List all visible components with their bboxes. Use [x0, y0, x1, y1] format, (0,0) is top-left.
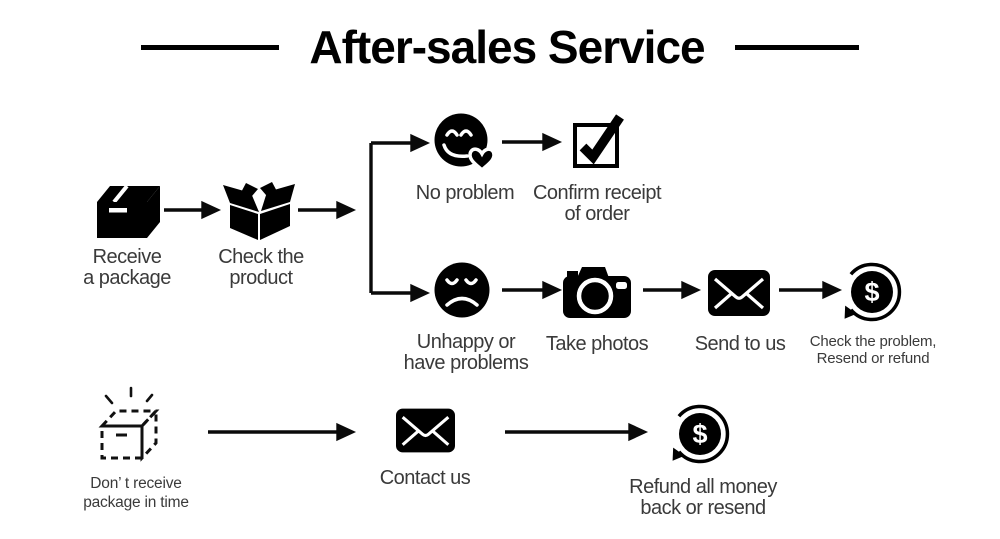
checked-checkbox-icon: [573, 114, 624, 168]
title-rule-right: [734, 44, 859, 50]
label-line: Resend or refund: [816, 350, 930, 367]
label-line: Receive: [92, 246, 162, 268]
label-line: of order: [564, 203, 630, 225]
open-box-icon: [223, 182, 295, 240]
label-line: Contact us: [379, 467, 471, 489]
envelope-icon: [708, 270, 770, 316]
label-line: No problem: [415, 182, 515, 204]
label-send-to-us: Send to us: [695, 334, 786, 355]
label-line: back or resend: [640, 497, 766, 519]
label-unhappy: Unhappy or have problems: [404, 332, 529, 374]
closed-box-icon: [97, 184, 160, 238]
arrow-send-to-checkproblem: [779, 280, 843, 300]
title-rule-left: [141, 44, 280, 50]
happy-face-heart-icon: [434, 113, 496, 173]
page-title: After-sales Service: [309, 21, 705, 73]
label-refund-money: Refund all money back or resend: [629, 477, 777, 519]
arrow-contact-to-refund: [505, 422, 649, 442]
dollar-glyph: $: [692, 419, 707, 449]
label-receive-package: Receive a package: [83, 247, 171, 289]
label-dont-receive: Don’ t receive package in time: [83, 474, 189, 512]
label-line: package in time: [83, 494, 189, 511]
label-line: a package: [83, 267, 171, 289]
camera-icon: [563, 267, 631, 318]
arrow-dontreceive-to-contact: [208, 422, 357, 442]
label-confirm-receipt: Confirm receipt of order: [532, 182, 662, 225]
arrow-photos-to-send: [643, 280, 702, 300]
dashed-box-icon: [98, 386, 160, 462]
label-line: Check the problem,: [809, 333, 937, 350]
label-line: Send to us: [694, 333, 786, 355]
label-line: Unhappy or: [416, 331, 516, 353]
label-line: Refund all money: [629, 476, 777, 498]
label-line: Take photos: [545, 333, 649, 355]
title-row: After-sales Service: [0, 20, 1000, 74]
label-line: Confirm receipt: [532, 182, 662, 204]
dollar-glyph: $: [864, 277, 879, 307]
arrow-check-to-branch: [298, 200, 357, 220]
arrow-noproblem-to-confirm: [502, 132, 563, 152]
label-line: have problems: [403, 352, 529, 374]
label-check-problem: Check the problem, Resend or refund: [809, 333, 937, 367]
label-line: product: [229, 267, 293, 289]
branch-split-connector: [369, 133, 431, 303]
label-no-problem: No problem: [415, 182, 515, 204]
dollar-refund-icon: $: [672, 404, 730, 464]
envelope-icon: [396, 408, 455, 453]
label-line: Don’ t receive: [90, 475, 182, 492]
label-line: Check the: [218, 246, 304, 268]
label-check-product: Check the product: [218, 247, 304, 289]
sad-face-icon: [434, 262, 490, 318]
dollar-refund-icon: $: [844, 262, 902, 322]
arrow-receive-to-check: [164, 200, 222, 220]
label-take-photos: Take photos: [545, 333, 649, 355]
arrow-unhappy-to-photos: [502, 280, 563, 300]
label-contact-us: Contact us: [380, 468, 471, 489]
